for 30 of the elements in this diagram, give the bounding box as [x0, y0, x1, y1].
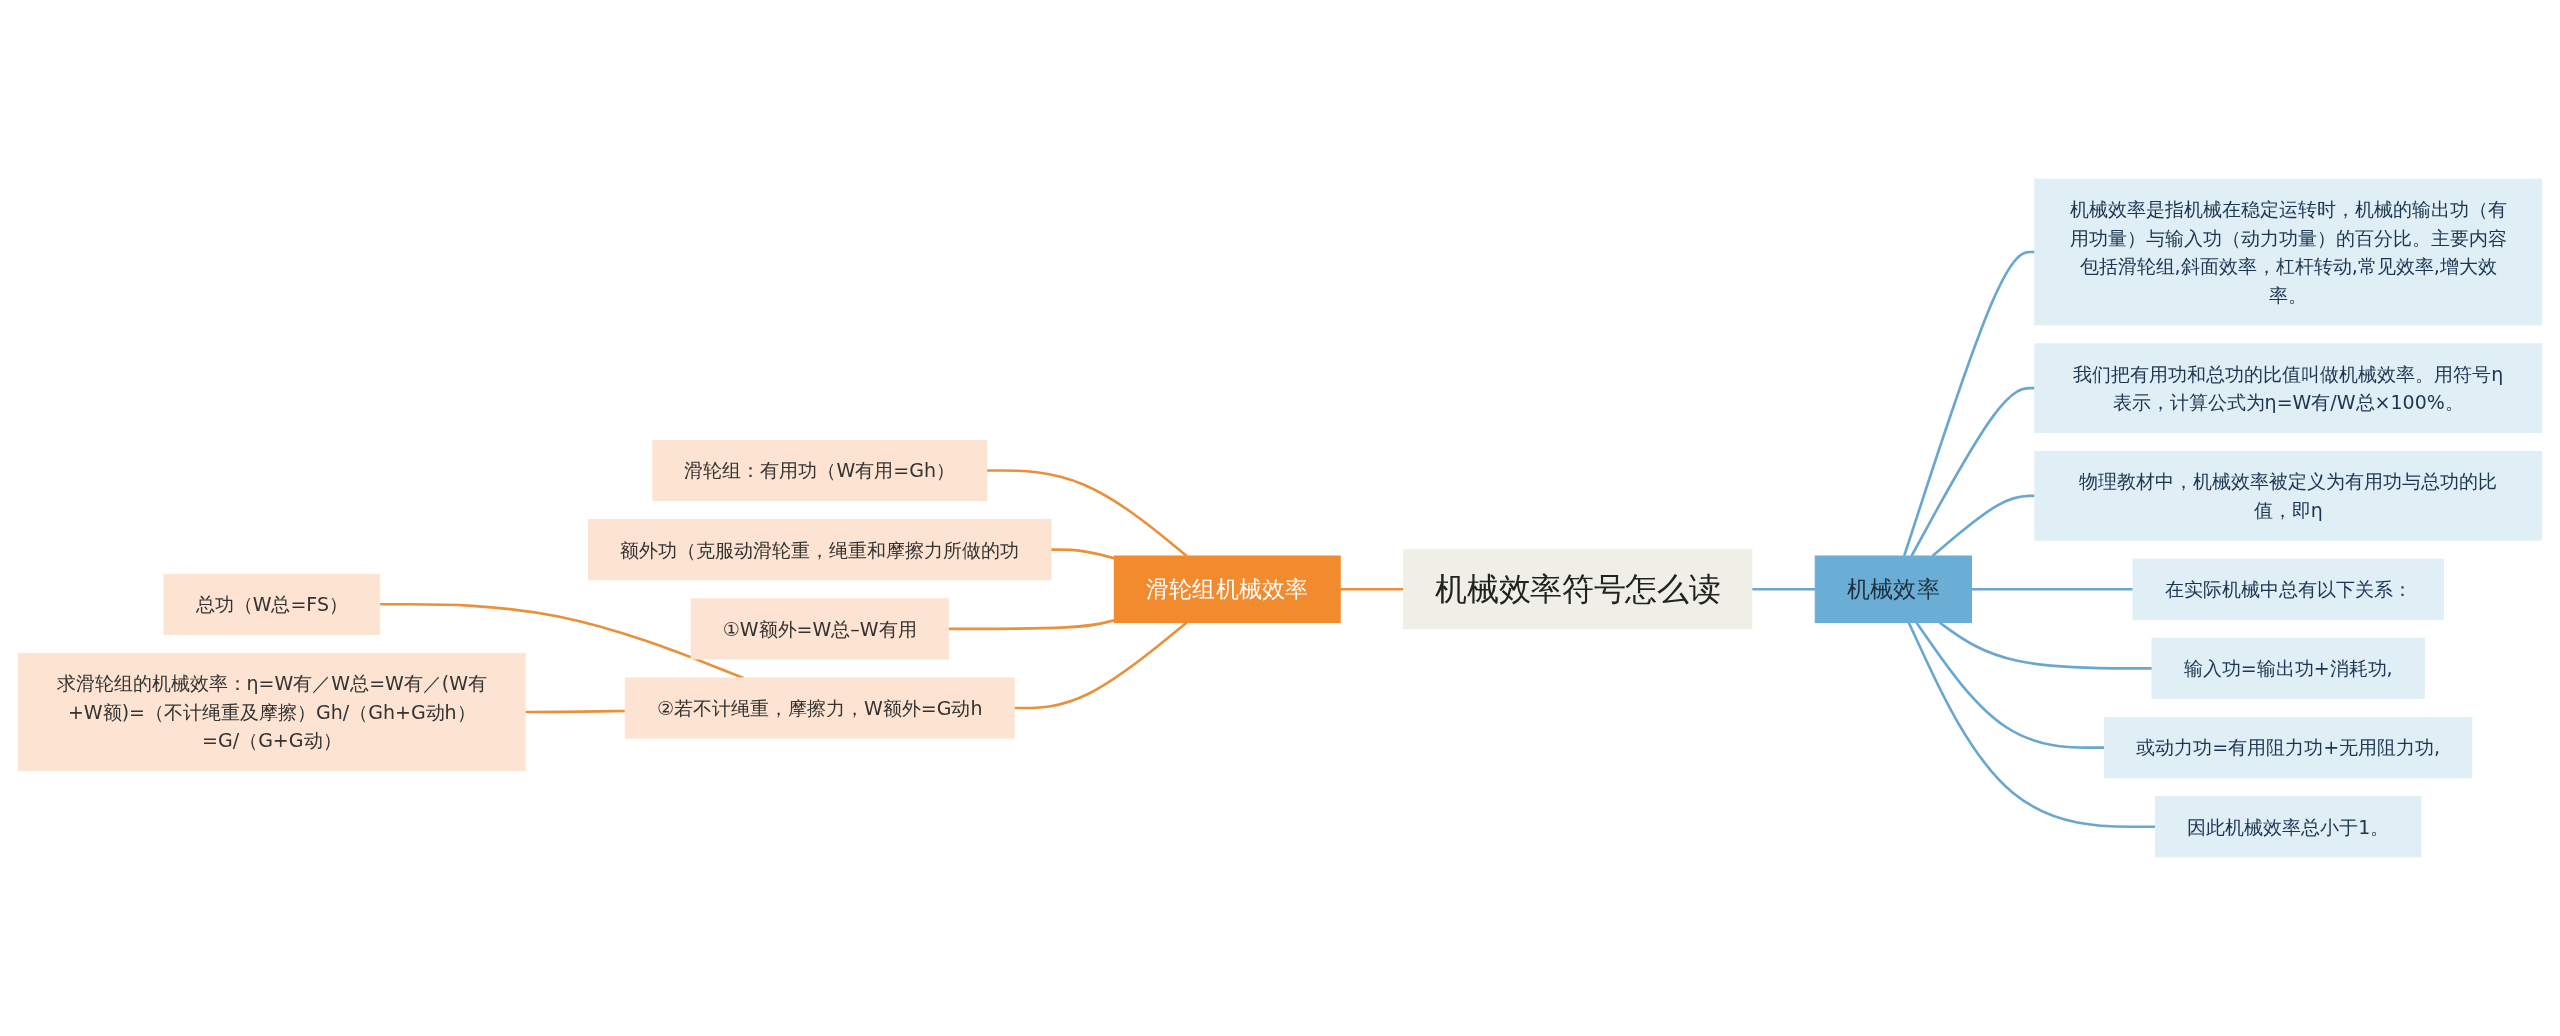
node-box: 机械效率 [1814, 555, 1972, 624]
node-box: 物理教材中，机械效率被定义为有用功与总功的比值，即η [2034, 450, 2543, 541]
node-box: 总功（W总=FS） [163, 573, 381, 635]
connector [1915, 621, 2105, 749]
node-box: 机械效率符号怎么读 [1403, 549, 1753, 630]
node-box: 因此机械效率总小于1。 [2154, 796, 2422, 858]
node-box: 求滑轮组的机械效率：η=W有／W总=W有／(W有+W额)=（不计绳重及摩擦）Gh/（Gh+G动h）=G/（G+G动） [17, 652, 526, 772]
node-box: 或动力功=有用阻力功+无用阻力功, [2104, 717, 2473, 779]
node-box: 输入功=输出功+消耗功, [2151, 637, 2425, 700]
connector [1971, 587, 2133, 591]
connector [1902, 250, 2035, 557]
connector [1910, 386, 2035, 557]
connector [986, 469, 1188, 558]
connector [1938, 621, 2153, 670]
node-box: 机械效率是指机械在稳定运转时，机械的输出功（有用功量）与输入功（动力功量）的百分比。主要内容包括滑轮组,斜面效率，杠杆转动,常见效率,增大效率。 [2034, 178, 2543, 326]
node-box: ②若不计绳重，摩擦力，W额外=G动h [624, 677, 1015, 739]
connector [1751, 587, 1816, 591]
node-box: 额外功（克服动滑轮重，绳重和摩擦力所做的功 [588, 519, 1052, 581]
node-box: 滑轮组机械效率 [1113, 555, 1341, 624]
connector [1340, 587, 1404, 591]
node-box: 我们把有用功和总功的比值叫做机械效率。用符号η表示，计算公式为η=W有/W总×100%。 [2034, 343, 2543, 433]
connector [1907, 621, 2156, 829]
connector [948, 618, 1115, 631]
node-box: 滑轮组：有用功（W有用=Gh） [652, 439, 988, 502]
connector [1050, 548, 1115, 560]
connector [1014, 621, 1188, 710]
node-box: ①W额外=W总–W有用 [690, 598, 949, 660]
connector [525, 709, 626, 714]
connector [1931, 494, 2035, 557]
node-box: 在实际机械中总有以下关系： [2132, 558, 2444, 620]
